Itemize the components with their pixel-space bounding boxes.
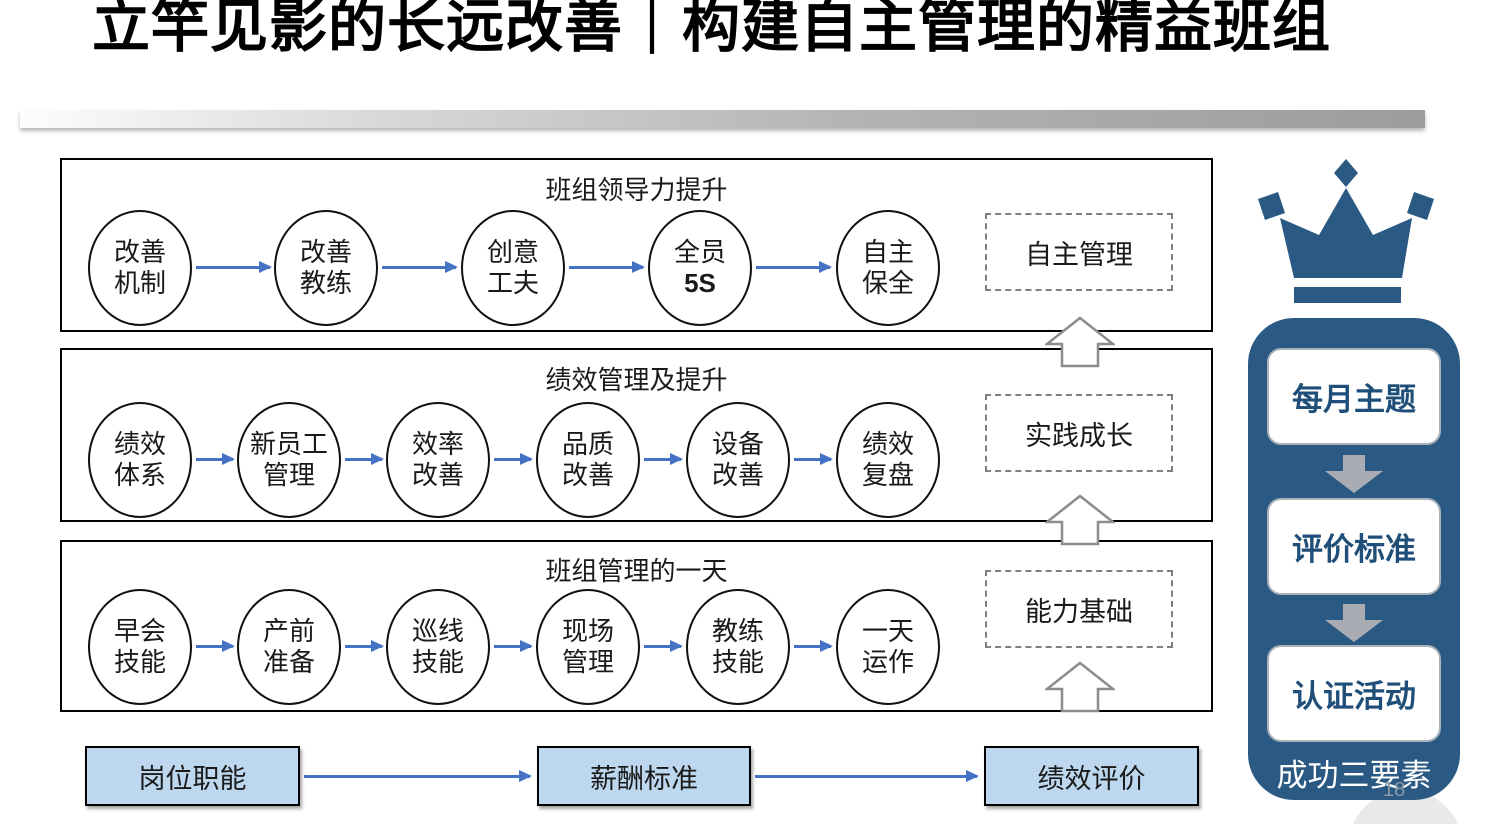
result-box-practice: 实践成长 [985,394,1173,472]
flow-arrow-icon [644,453,683,465]
divider-bar [20,110,1425,128]
step-circle: 教练技能 [686,589,790,705]
flow-arrow-icon [755,770,979,782]
step-circle: 新员工管理 [237,402,341,518]
step-circle: 改善机制 [88,210,192,326]
step-circle: 设备改善 [686,402,790,518]
flow-arrow-icon [494,453,533,465]
panel-caption: 成功三要素 [1276,758,1432,793]
up-block-arrow-icon [1045,661,1115,713]
flow-arrow-icon [345,640,384,652]
section-performance-title: 绩效管理及提升 [545,365,728,395]
section-leadership-title: 班组领导力提升 [545,175,728,205]
flow-arrow-icon [196,453,235,465]
flow-arrow-icon [794,453,833,465]
step-circle: 现场管理 [536,589,640,705]
flow-arrow-icon [345,453,384,465]
flow-arrow-icon [644,640,683,652]
flow-arrow-icon [569,261,645,273]
flow-arrow-icon [494,640,533,652]
foundation-box-pay-standard: 薪酬标准 [537,746,751,806]
success-factors-panel: 每月主题 评价标准 认证活动 成功三要素 [1248,318,1460,800]
result-box-autonomy: 自主管理 [985,213,1173,291]
down-block-arrow-icon [1325,455,1383,493]
factor-certification-activity: 认证活动 [1267,645,1441,742]
crown-icon [1258,159,1434,303]
flow-arrow-icon [304,770,532,782]
flow-arrow-icon [756,261,832,273]
flow-arrow-icon [196,261,272,273]
step-circle: 巡线技能 [386,589,490,705]
up-block-arrow-icon [1045,316,1115,368]
step-circle: 早会技能 [88,589,192,705]
step-circle: 绩效体系 [88,402,192,518]
page-title: 立竿见影的长远改善｜构建自主管理的精益班组 [92,0,1332,59]
step-circle: 绩效复盘 [836,402,940,518]
step-circle: 产前准备 [237,589,341,705]
foundation-box-job-function: 岗位职能 [85,746,300,806]
up-block-arrow-icon [1045,494,1115,546]
flow-arrow-icon [196,640,235,652]
section-daily-title: 班组管理的一天 [545,556,728,586]
step-circle: 创意工夫 [461,210,565,326]
flow-arrow-icon [382,261,458,273]
step-circle: 改善教练 [274,210,378,326]
step-circle: 一天运作 [836,589,940,705]
flow-arrow-icon [794,640,833,652]
foundation-box-performance-eval: 绩效评价 [984,746,1199,806]
step-circle: 效率改善 [386,402,490,518]
down-block-arrow-icon [1325,604,1383,642]
step-circle: 品质改善 [536,402,640,518]
page-number: 18 [1383,779,1406,801]
result-box-capability: 能力基础 [985,570,1173,648]
factor-monthly-theme: 每月主题 [1267,348,1441,445]
factor-evaluation-standard: 评价标准 [1267,498,1441,595]
step-circle: 自主保全 [836,210,940,326]
